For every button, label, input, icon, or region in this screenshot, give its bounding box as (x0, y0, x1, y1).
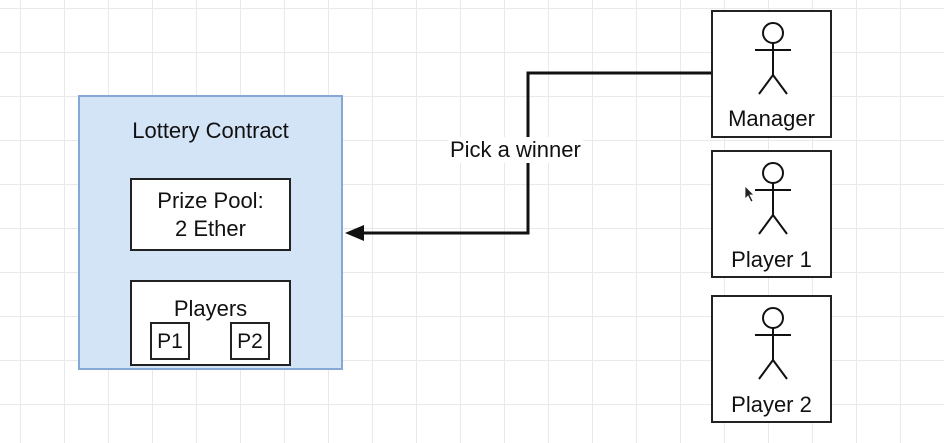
players-label: Players (173, 296, 248, 321)
prize-pool-box (130, 178, 291, 251)
actor-manager (711, 10, 832, 138)
player-slot-p2: P2 (230, 322, 270, 360)
lottery-contract-title: Lottery Contract (132, 118, 289, 143)
actor-player-1 (711, 150, 832, 278)
stick-figure-icon (755, 307, 791, 380)
actor-player-1-label: Player 1 (731, 247, 812, 272)
actor-player-2-label: Player 2 (731, 392, 812, 417)
actor-player-2 (711, 295, 832, 423)
pick-winner-label: Pick a winner (448, 137, 583, 163)
stick-figure-icon (755, 22, 791, 95)
actor-manager-label: Manager (728, 106, 815, 131)
arrow-head (345, 225, 364, 241)
prize-pool-label: Prize Pool: (157, 188, 264, 213)
stick-figure-icon (755, 162, 791, 235)
player-slot-p1: P1 (150, 322, 190, 360)
prize-pool-amount: 2 Ether (175, 216, 246, 241)
